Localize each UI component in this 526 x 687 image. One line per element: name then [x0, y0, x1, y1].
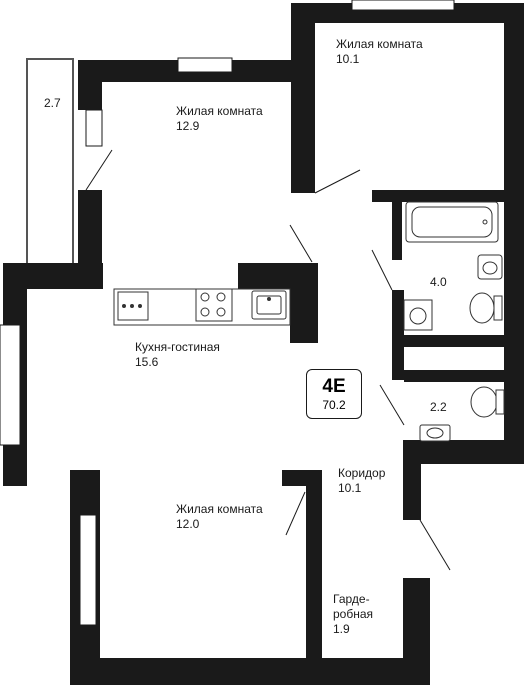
- room-name: Кухня-гостиная: [135, 340, 220, 354]
- room-label-living-2: Жилая комната 12.9: [176, 104, 263, 134]
- room-label-toilet: 2.2: [430, 400, 447, 415]
- room-label-living-1: Жилая комната 10.1: [336, 37, 423, 67]
- room-area: 4.0: [430, 275, 447, 289]
- room-area: 12.0: [176, 517, 200, 531]
- apartment-code: 4Е: [322, 376, 346, 397]
- windows: [0, 0, 455, 626]
- room-area: 2.7: [44, 96, 61, 110]
- room-label-living-3: Жилая комната 12.0: [176, 502, 263, 532]
- apartment-badge: 4Е 70.2: [306, 369, 362, 419]
- room-label-corridor: Коридор 10.1: [338, 466, 385, 496]
- room-area: 10.1: [338, 481, 362, 495]
- room-area: 15.6: [135, 355, 159, 369]
- room-area: 1.9: [333, 622, 350, 636]
- room-label-balcony: 2.7: [44, 96, 61, 111]
- toilet-icon: [469, 292, 495, 324]
- walls: [3, 3, 524, 685]
- toilet-icon-2: [470, 386, 498, 418]
- room-name: Жилая комната: [336, 37, 423, 51]
- bathroom-fixtures: [403, 201, 505, 442]
- room-name: Жилая комната: [176, 104, 263, 118]
- room-name: Коридор: [338, 466, 386, 480]
- room-area: 12.9: [176, 119, 200, 133]
- room-area: 2.2: [430, 400, 447, 414]
- room-label-bathroom: 4.0: [430, 275, 447, 290]
- kitchen-fixtures: [113, 288, 291, 326]
- stove-icon: [195, 288, 233, 322]
- room-name: Жилая комната: [176, 502, 263, 516]
- room-name-2: робная: [333, 607, 374, 621]
- room-area: 10.1: [336, 52, 360, 66]
- doors: [85, 149, 451, 571]
- room-label-kitchen: Кухня-гостиная 15.6: [135, 340, 220, 370]
- apartment-area: 70.2: [322, 398, 346, 412]
- room-name: Гарде-: [333, 592, 370, 606]
- room-label-wardrobe: Гарде- робная 1.9: [333, 592, 373, 637]
